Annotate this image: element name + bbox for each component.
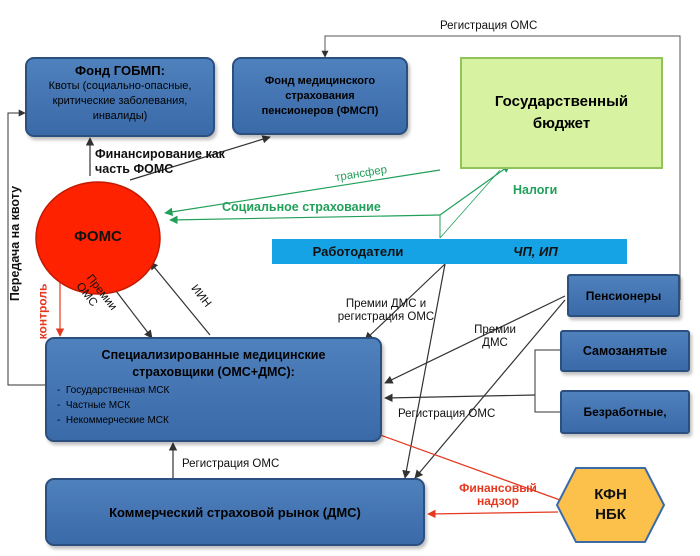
- label-reg-oms-mid: Регистрация ОМС: [398, 408, 496, 420]
- foms-title: ФОМС: [74, 228, 122, 245]
- fmsp-box: Фонд медицинского страхования пенсионеро…: [232, 57, 408, 135]
- label-reg-oms-bottom: Регистрация ОМС: [182, 458, 280, 470]
- arrow-pensioners-insurers: [384, 295, 566, 384]
- fmsp-title: Фонд медицинского страхования пенсионеро…: [261, 74, 379, 117]
- arrow-transfer: [164, 169, 441, 216]
- insurers-item: - Частные МСК: [57, 400, 131, 411]
- kfn-hexagon: [555, 467, 666, 543]
- arrow-reg-oms-mid: [384, 393, 536, 403]
- insurers-title: Специализированные медицинские страховщи…: [101, 348, 326, 379]
- bracket-self-unemployed: [534, 349, 560, 413]
- arrow-quota-transfer: [7, 109, 45, 386]
- market-box: Коммерческий страховой рынок (ДМС): [45, 478, 425, 546]
- arrow-fin-supervision-market: [427, 509, 559, 519]
- insurers-item-label: Частные МСК: [65, 400, 131, 411]
- label-premiums-dms-reg: Премии ДМС и регистрация ОМС: [337, 298, 435, 323]
- employers-right: ЧП, ИП: [513, 244, 558, 259]
- arrow-employers-market: [402, 263, 446, 479]
- insurers-list: - Государственная МСК - Частные МСК - Не…: [57, 383, 370, 428]
- budget-box: Государственный бюджет: [460, 57, 663, 169]
- label-fin-supervision: Финансовый надзор: [459, 481, 537, 508]
- arrow-employers-insurers: [364, 263, 446, 341]
- arrow-reg-oms-top: [321, 35, 681, 300]
- label-reg-oms-top: Регистрация ОМС: [440, 20, 538, 32]
- label-premiums-dms: Премии ДМС: [474, 324, 516, 349]
- kfn-line2: НБК: [595, 506, 626, 523]
- self-employed-box: Самозанятые: [560, 330, 690, 372]
- employers-bar: Работодатели ЧП, ИП: [272, 239, 627, 264]
- unemployed-box: Безработные,: [560, 390, 690, 434]
- insurers-item-label: Государственная МСК: [65, 385, 170, 396]
- arrow-social: [169, 214, 441, 225]
- arrow-financing: [129, 135, 271, 181]
- market-title: Коммерческий страховой рынок (ДМС): [109, 504, 361, 520]
- insurers-item: - Государственная МСК: [57, 385, 170, 396]
- pensioners-label: Пенсионеры: [585, 288, 662, 303]
- label-social: Социальное страхование: [222, 200, 381, 214]
- foms-ellipse: [35, 181, 161, 295]
- insurers-item-label: Некоммерческие МСК: [65, 415, 169, 426]
- kfn-line1: КФН: [594, 486, 627, 503]
- unemployed-label: Безработные,: [583, 405, 667, 419]
- fgobmp-title: Фонд ГОБМП:: [75, 63, 165, 78]
- arrow-fin-supervision: [371, 430, 561, 501]
- label-taxes: Налоги: [513, 183, 558, 197]
- fgobmp-desc: Квоты (социально-опасные, критические за…: [48, 80, 192, 122]
- insurers-item: - Некоммерческие МСК: [57, 415, 169, 426]
- pensioners-box: Пенсионеры: [567, 274, 680, 317]
- arrow-pensioners-market: [414, 299, 566, 479]
- budget-title: Государственный бюджет: [494, 93, 629, 132]
- label-financing: Финансирование как часть ФОМС: [95, 147, 225, 176]
- arrow-taxes: [439, 164, 511, 216]
- arrow-iin: [149, 261, 211, 336]
- fgobmp-box: Фонд ГОБМП: Квоты (социально-опасные, кр…: [25, 57, 215, 137]
- arrow-taxes-up: [439, 169, 501, 239]
- kfn-label: КФН НБК: [576, 485, 645, 525]
- self-employed-label: Самозанятые: [582, 344, 668, 358]
- employers-left: Работодатели: [312, 244, 404, 259]
- insurers-box: Специализированные медицинские страховщи…: [45, 337, 382, 442]
- label-quota-transfer: Передача на квоту: [8, 185, 23, 302]
- label-control: контроль: [35, 283, 50, 340]
